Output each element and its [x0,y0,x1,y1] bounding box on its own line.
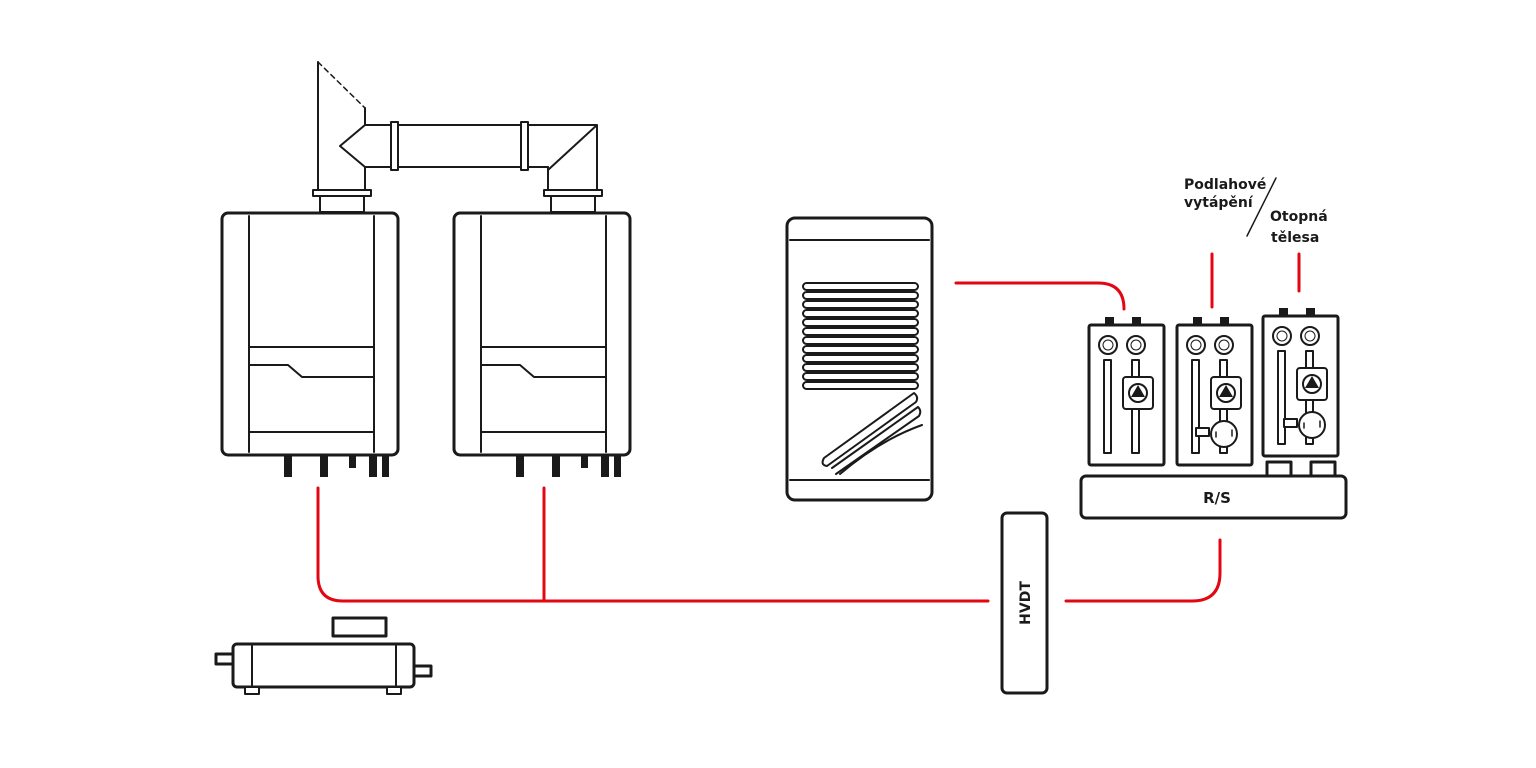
hydraulic-separator-label: HVDT [1018,581,1034,625]
label-divider [1246,177,1277,237]
pipe-boiler1-to-main [316,486,990,603]
pipe-tank-to-pumpgroup1 [954,281,1126,311]
boiler-1 [220,211,400,477]
flue-system [312,61,603,213]
radiators-label-line2: tělesa [1271,230,1319,246]
pump-group-3 [1261,308,1340,458]
dhw-tank [785,216,934,502]
pump-group-2 [1175,317,1254,467]
circuit-labels: Podlahové vytápění Otopná tělesa [1184,177,1328,246]
controller-device [214,616,433,695]
hydraulic-separator-hvdt: HVDT [1000,511,1049,695]
radiators-label-line1: Otopná [1270,209,1328,225]
pump-group-1 [1087,317,1166,467]
boiler-2 [452,211,632,477]
floor-heating-label-line2: vytápění [1184,195,1254,211]
pipe-network [316,252,1301,603]
pipe-hvdt-to-manifold [1064,538,1222,603]
manifold-label: R/S [1203,489,1231,507]
floor-heating-label-line1: Podlahové [1184,177,1266,193]
manifold-rs: R/S [1079,460,1348,520]
